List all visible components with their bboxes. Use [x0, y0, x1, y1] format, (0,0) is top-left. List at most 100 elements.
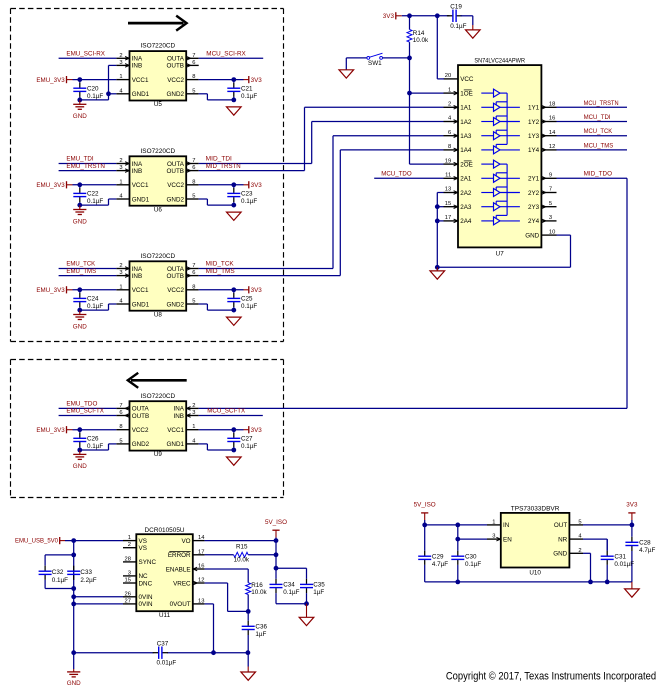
svg-text:2Y2: 2Y2: [528, 190, 540, 197]
svg-text:14: 14: [549, 130, 556, 136]
svg-text:2A4: 2A4: [460, 218, 472, 225]
svg-text:MCU_TCK: MCU_TCK: [584, 128, 613, 135]
svg-text:5: 5: [119, 438, 122, 444]
svg-text:10.0k: 10.0k: [234, 556, 250, 563]
svg-text:C33: C33: [80, 569, 92, 576]
svg-text:INB: INB: [132, 63, 143, 70]
svg-text:2: 2: [128, 542, 131, 548]
svg-text:12: 12: [549, 144, 555, 150]
svg-text:0VIN: 0VIN: [139, 594, 153, 601]
svg-text:EMU_USB_5V0: EMU_USB_5V0: [15, 537, 58, 544]
svg-text:INB: INB: [132, 168, 143, 175]
svg-text:C26: C26: [87, 436, 99, 443]
svg-text:5: 5: [192, 299, 195, 305]
svg-text:GND: GND: [525, 232, 539, 239]
svg-text:0.1µF: 0.1µF: [241, 303, 257, 310]
svg-text:2.2µF: 2.2µF: [80, 577, 96, 584]
svg-text:ISO7220CD: ISO7220CD: [141, 148, 176, 155]
svg-text:5: 5: [578, 519, 581, 525]
svg-text:MCU_TDI: MCU_TDI: [584, 114, 611, 121]
svg-text:12: 12: [198, 578, 204, 584]
svg-text:ERROR: ERROR: [168, 552, 191, 559]
svg-text:GND: GND: [73, 463, 87, 470]
svg-text:EMU_3V3: EMU_3V3: [36, 427, 65, 434]
svg-text:VCC2: VCC2: [167, 182, 184, 189]
svg-text:C27: C27: [241, 436, 253, 443]
svg-text:VCC1: VCC1: [167, 427, 184, 434]
svg-text:8: 8: [448, 144, 451, 150]
svg-text:C24: C24: [87, 296, 99, 303]
svg-text:0.1µF: 0.1µF: [241, 443, 257, 450]
svg-text:15: 15: [125, 578, 131, 584]
svg-text:MCU_TMS: MCU_TMS: [584, 142, 614, 149]
svg-text:GND: GND: [73, 113, 87, 120]
svg-text:MID_TRSTN: MID_TRSTN: [206, 163, 241, 170]
svg-text:2A2: 2A2: [460, 190, 472, 197]
svg-text:8: 8: [192, 179, 195, 185]
svg-text:17: 17: [198, 549, 204, 555]
svg-text:1: 1: [128, 535, 131, 541]
svg-text:EMU_SCI-RX: EMU_SCI-RX: [66, 51, 105, 58]
svg-text:OUTB: OUTB: [132, 413, 150, 420]
svg-text:4: 4: [578, 534, 582, 540]
svg-text:Copyright © 2017, Texas Instru: Copyright © 2017, Texas Instruments Inco…: [446, 670, 656, 682]
svg-text:0.01µF: 0.01µF: [157, 660, 177, 667]
svg-text:3: 3: [549, 215, 552, 221]
svg-text:16: 16: [198, 564, 204, 570]
svg-text:0.1µF: 0.1µF: [87, 443, 103, 450]
svg-text:DCR010505U: DCR010505U: [145, 527, 185, 534]
svg-text:EMU_3V3: EMU_3V3: [36, 287, 65, 294]
svg-text:1A1: 1A1: [460, 105, 472, 112]
svg-text:6: 6: [192, 270, 195, 276]
svg-text:VREC: VREC: [173, 580, 191, 587]
svg-text:3: 3: [128, 570, 131, 576]
svg-text:8: 8: [192, 74, 195, 80]
svg-text:C22: C22: [87, 191, 99, 198]
svg-text:OUT: OUT: [554, 522, 567, 529]
svg-text:27: 27: [125, 598, 131, 604]
svg-text:INB: INB: [132, 273, 143, 280]
svg-text:C34: C34: [283, 582, 295, 589]
svg-text:10: 10: [549, 229, 555, 235]
svg-text:3: 3: [492, 534, 495, 540]
svg-text:1: 1: [448, 87, 451, 93]
svg-text:14: 14: [198, 535, 205, 541]
svg-text:0.1µF: 0.1µF: [52, 577, 68, 584]
svg-text:OUTA: OUTA: [132, 406, 150, 413]
svg-text:C28: C28: [639, 540, 651, 547]
svg-text:C37: C37: [157, 641, 169, 648]
svg-text:C35: C35: [313, 582, 325, 589]
svg-text:C36: C36: [255, 624, 267, 631]
svg-text:1: 1: [192, 424, 195, 430]
svg-text:1: 1: [119, 74, 122, 80]
svg-text:MCU_TDO: MCU_TDO: [381, 171, 412, 178]
svg-text:11: 11: [445, 173, 451, 179]
svg-text:OUTA: OUTA: [167, 56, 185, 63]
svg-text:2: 2: [119, 158, 122, 164]
svg-text:MID_TDO: MID_TDO: [584, 171, 612, 178]
svg-text:ISO7220CD: ISO7220CD: [141, 253, 176, 260]
svg-text:2OE: 2OE: [460, 161, 473, 168]
svg-text:3V3: 3V3: [383, 13, 395, 20]
svg-text:GND2: GND2: [167, 196, 185, 203]
svg-text:VCC2: VCC2: [167, 77, 184, 84]
svg-text:TPS73033DBVR: TPS73033DBVR: [511, 506, 560, 513]
svg-text:VCC1: VCC1: [132, 287, 149, 294]
svg-text:4: 4: [119, 194, 123, 200]
svg-text:GND2: GND2: [167, 91, 185, 98]
svg-text:2A3: 2A3: [460, 204, 472, 211]
svg-text:1: 1: [119, 284, 122, 290]
svg-text:EMU_TDO: EMU_TDO: [66, 401, 97, 408]
svg-text:GND2: GND2: [132, 441, 150, 448]
svg-text:20: 20: [445, 73, 451, 79]
svg-text:VCC2: VCC2: [167, 287, 184, 294]
svg-text:3V3: 3V3: [251, 77, 263, 84]
svg-text:VCC: VCC: [460, 76, 474, 83]
svg-text:0.1µF: 0.1µF: [241, 198, 257, 205]
svg-text:GND2: GND2: [167, 301, 185, 308]
svg-text:MID_TCK: MID_TCK: [206, 261, 235, 268]
svg-text:1µF: 1µF: [313, 589, 324, 596]
svg-text:7: 7: [192, 263, 195, 269]
svg-text:MID_TDI: MID_TDI: [206, 156, 232, 163]
svg-text:5V_ISO: 5V_ISO: [265, 519, 287, 526]
